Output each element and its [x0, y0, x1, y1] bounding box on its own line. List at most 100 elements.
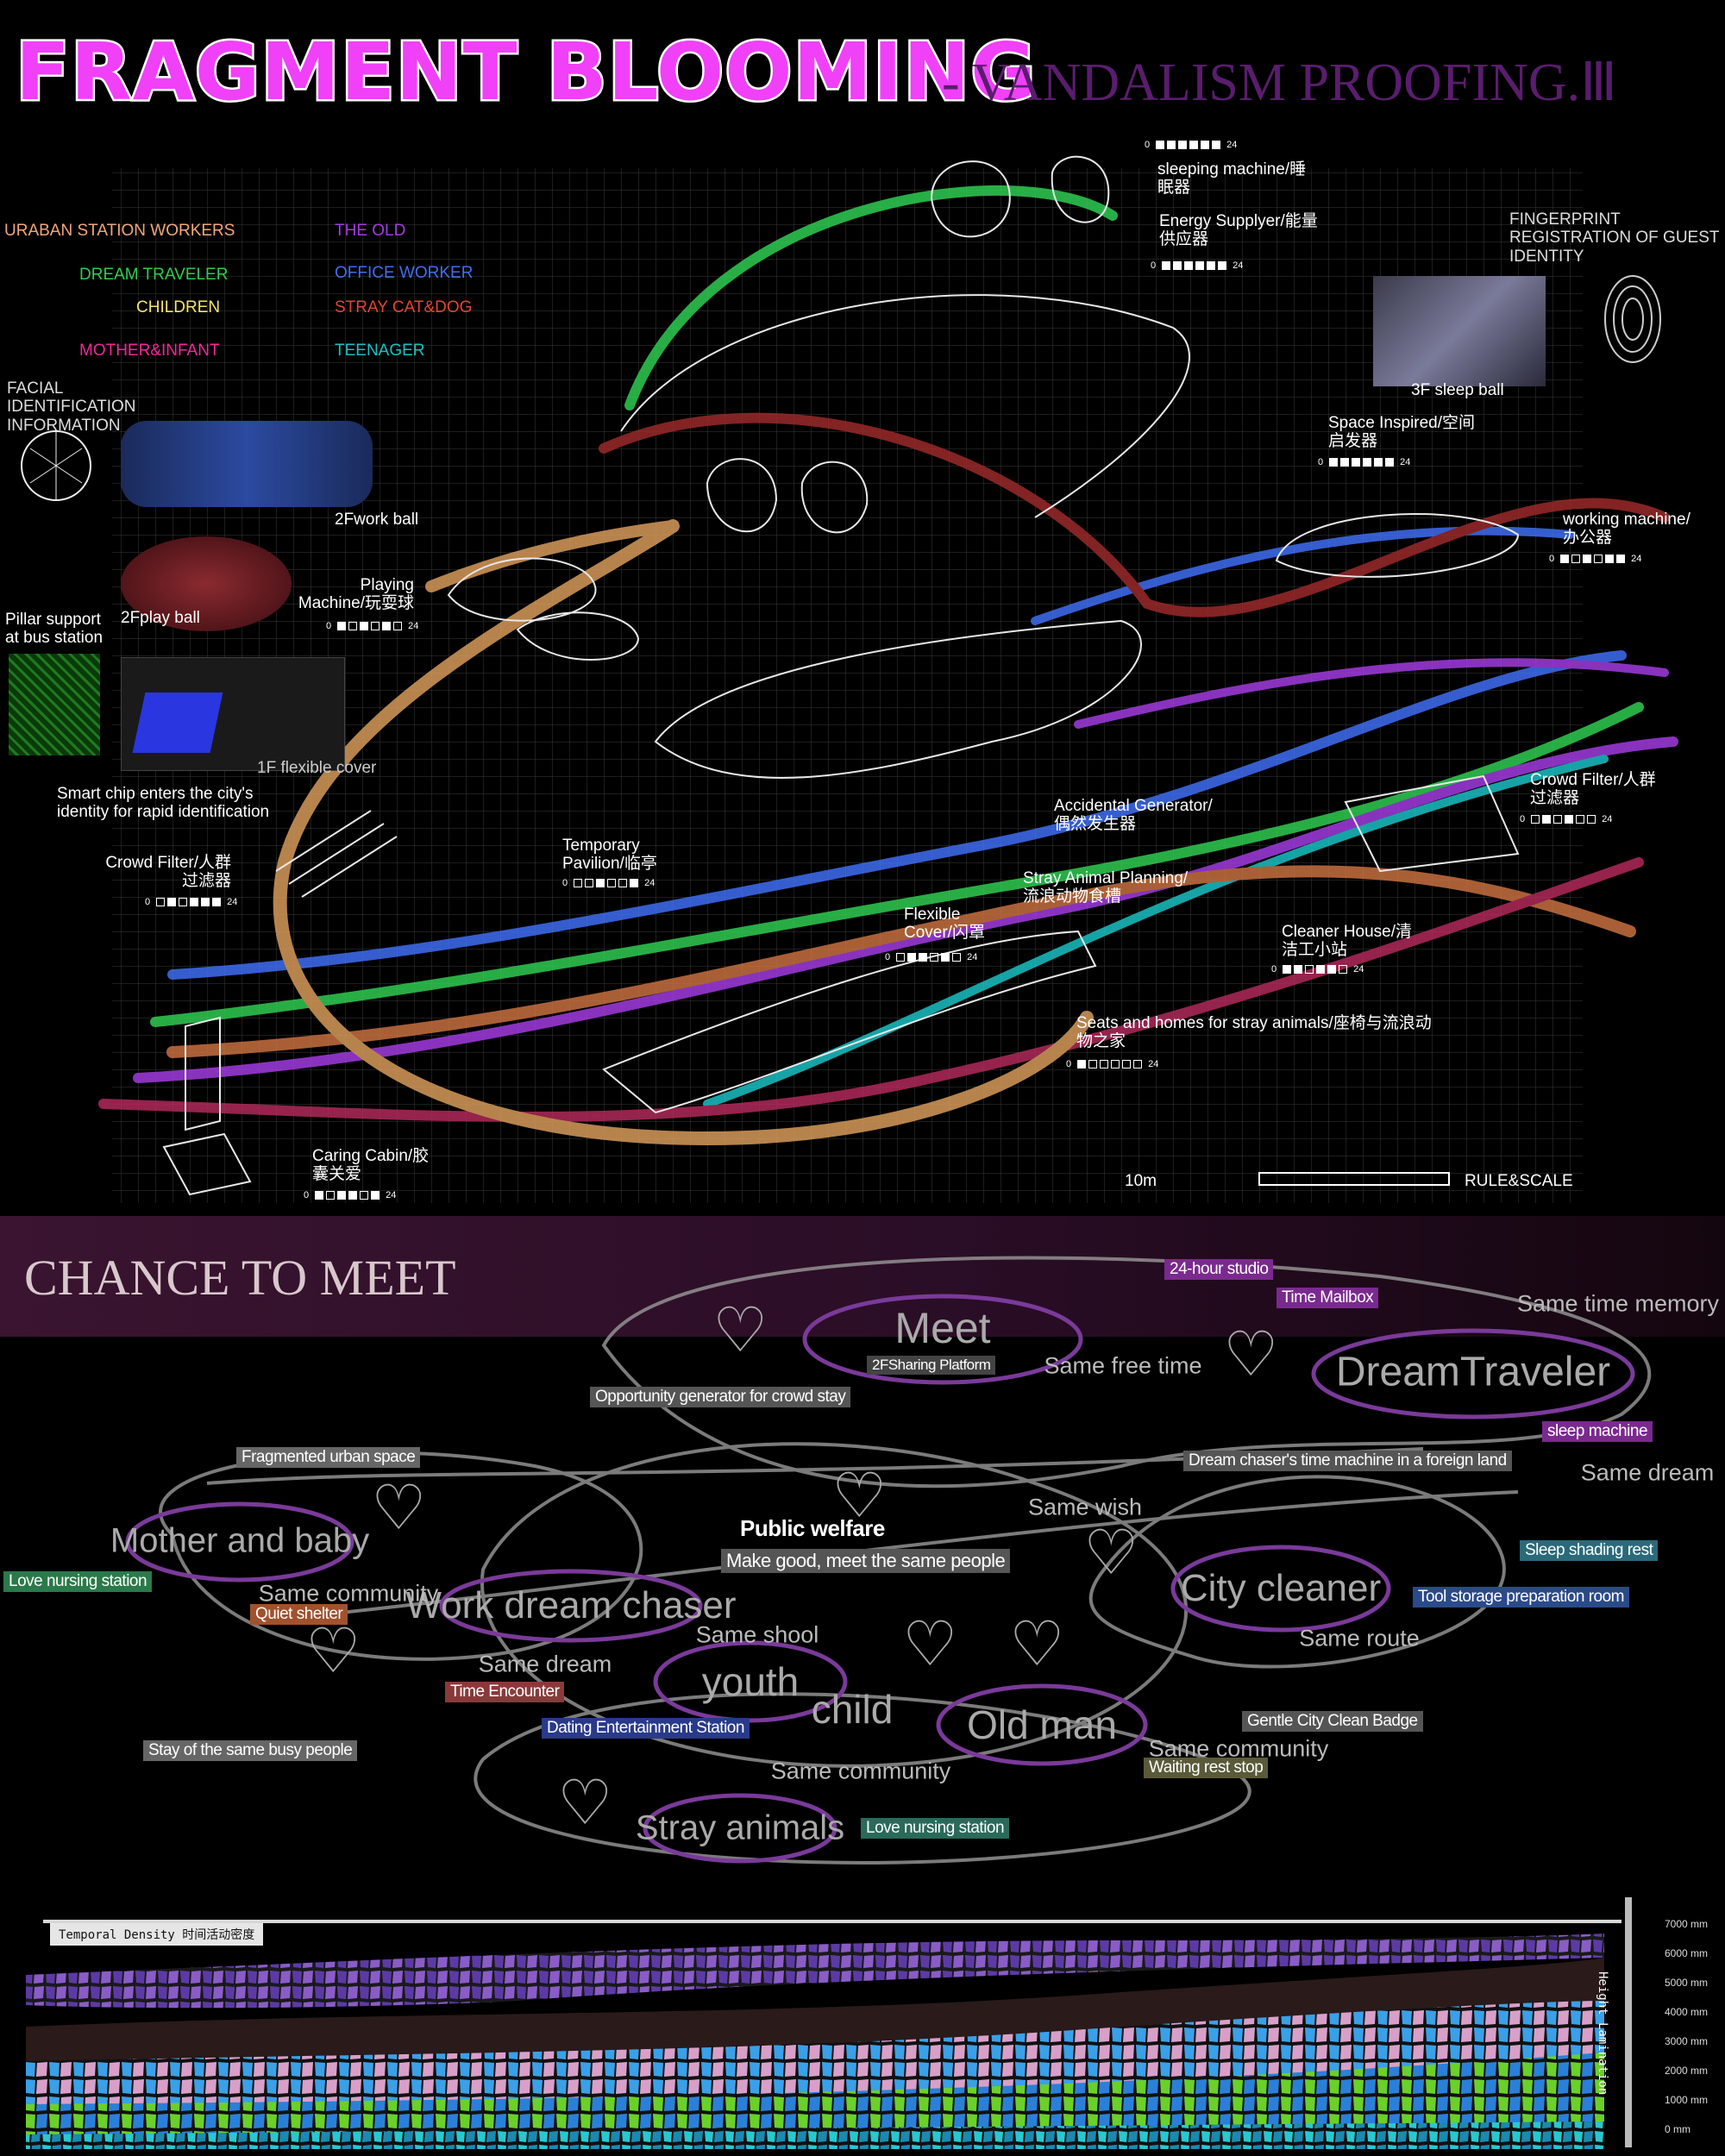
node-ring-stray [643, 1793, 837, 1864]
tag: Gentle City Clean Badge [1242, 1711, 1423, 1732]
node-meet: Meet [894, 1304, 991, 1352]
facility-label: sleeping machine/睡眠器 [1157, 160, 1307, 197]
pillar-render [9, 654, 100, 755]
handshake-icon: ♡ [305, 1617, 361, 1686]
tag: Time Mailbox [1276, 1288, 1379, 1308]
right-deck [1344, 774, 1520, 873]
path-office-worker-2 [1031, 526, 1574, 625]
chance-title: CHANCE TO MEET [24, 1250, 456, 1306]
flexible-cover-label: 1F flexible cover [257, 759, 377, 777]
fingerprint-label: FINGERPRINT REGISTRATION OF GUEST IDENTI… [1509, 210, 1720, 266]
facility-label: Caring Cabin/胶囊关爱 [312, 1147, 430, 1184]
path-stray-animals [599, 412, 1670, 617]
facility-label: Cleaner House/清洁工小站 [1282, 923, 1413, 960]
height-mark: 7000 mm [1665, 1918, 1709, 1930]
facility-label: Energy Supplyer/能量供应器 [1159, 212, 1318, 249]
height-axis [1625, 1897, 1632, 2147]
height-mark: 1000 mm [1665, 2094, 1709, 2106]
tag: Stay of the same busy people [143, 1740, 358, 1761]
sleep-ball-render [1373, 276, 1546, 386]
path-mother-infant [98, 857, 1644, 1122]
temporal-density-bands [26, 1934, 1604, 2149]
tag: Opportunity generator for crowd stay [590, 1387, 851, 1407]
tag: 2FSharing Platform [867, 1356, 996, 1375]
tag: Public welfare [740, 1515, 885, 1541]
tag: Dating Entertainment Station [542, 1718, 750, 1739]
masterplan-diagram [98, 155, 1678, 1203]
mid-deck [654, 619, 1142, 779]
path-dream-traveler [150, 702, 1644, 1027]
facility-label: Space Inspired/空间启发器 [1328, 414, 1476, 451]
play-cluster [447, 557, 597, 622]
blue-cover-shape [132, 693, 223, 753]
legend-item: OFFICE WORKER [335, 264, 474, 282]
temporal-axis [43, 1920, 1622, 1923]
node-ring-dreamtraveler [1311, 1328, 1635, 1420]
pavilion-pod [706, 458, 778, 533]
path-the-old-2 [1074, 658, 1669, 729]
tag: Love nursing station [3, 1571, 153, 1592]
fingerprint-icon [1604, 275, 1661, 363]
shared-label: Same shool [695, 1621, 819, 1648]
tag: Sleep shading rest [1520, 1540, 1659, 1561]
height-mark: 6000 mm [1665, 1947, 1709, 1959]
node-work-dream-chaser: Work dream chaser [405, 1584, 737, 1626]
legend-item: CHILDREN [136, 298, 221, 317]
path-dream-traveler-upper [624, 185, 1118, 411]
legend-item: DREAM TRAVELER [79, 266, 229, 284]
lower-deck [602, 930, 1097, 1114]
tag: Dream chaser's time machine in a foreign… [1183, 1451, 1512, 1471]
facility-label: Crowd Filter/人群过滤器 [1530, 771, 1656, 808]
shared-label: Same community [258, 1580, 439, 1607]
facility-label: Playing Machine/玩耍球 [298, 576, 414, 613]
node-dreamtraveler: DreamTraveler [1335, 1349, 1611, 1395]
legend-item: MOTHER&INFANT [79, 342, 220, 360]
tag: Waiting rest stop [1144, 1758, 1269, 1778]
density-band-4 [26, 2053, 1604, 2134]
tag: Time Encounter [445, 1682, 565, 1702]
handshake-icon: ♡ [371, 1474, 427, 1543]
node-city-cleaner: City cleaner [1180, 1567, 1382, 1609]
facial-id-label: FACIAL IDENTIFICATION INFORMATION [7, 379, 136, 435]
shared-label: Same wish [1027, 1494, 1143, 1520]
smart-chip-label: Smart chip enters the city's identity fo… [57, 785, 270, 822]
node-ring-cleaner [1170, 1545, 1391, 1633]
facility-label: Seats and homes for stray animals/座椅与流浪动… [1076, 1014, 1432, 1051]
tag: Make good, meet the same people [721, 1549, 1011, 1573]
play-ball-render [121, 536, 292, 631]
tag: Tool storage preparation room [1413, 1587, 1629, 1608]
node-ring-oldman [936, 1683, 1148, 1766]
sleep-ball-label: 3F sleep ball [1411, 381, 1504, 399]
tag: sleep machine [1542, 1421, 1653, 1442]
shared-label: Same community [770, 1758, 951, 1784]
handshake-icon: ♡ [557, 1769, 613, 1838]
work-pod [1275, 513, 1520, 578]
density-band-5 [26, 2122, 1604, 2149]
legend-item: URABAN STATION WORKERS [4, 222, 235, 240]
height-mark: 4000 mm [1665, 2006, 1709, 2018]
node-stray-animals: Stray animals [635, 1808, 845, 1847]
shared-label: Same community [1148, 1735, 1329, 1762]
tag: Quiet shelter [250, 1604, 348, 1625]
facility-label: working machine/办公器 [1563, 511, 1690, 548]
sleep-pod [930, 160, 1011, 238]
height-mark: 0 mm [1665, 2123, 1691, 2135]
play-cluster-2 [516, 611, 640, 661]
density-band-3 [26, 2001, 1604, 2104]
caring-cabin [162, 1016, 252, 1196]
sleep-pod-2 [1051, 155, 1110, 223]
node-ring-youth [653, 1640, 848, 1723]
shared-label: Same dream [478, 1651, 612, 1677]
node-child: child [811, 1687, 894, 1732]
main-title: FRAGMENT BLOOMING [14, 24, 1038, 121]
density-band-2 [26, 1958, 1604, 2061]
scale-right-label: RULE&SCALE [1465, 1172, 1573, 1190]
flow-line-1 [206, 1447, 1424, 1485]
node-mother-baby: Mother and baby [110, 1521, 370, 1560]
facility-label: Temporary Pavilion/临亭 [562, 837, 657, 874]
